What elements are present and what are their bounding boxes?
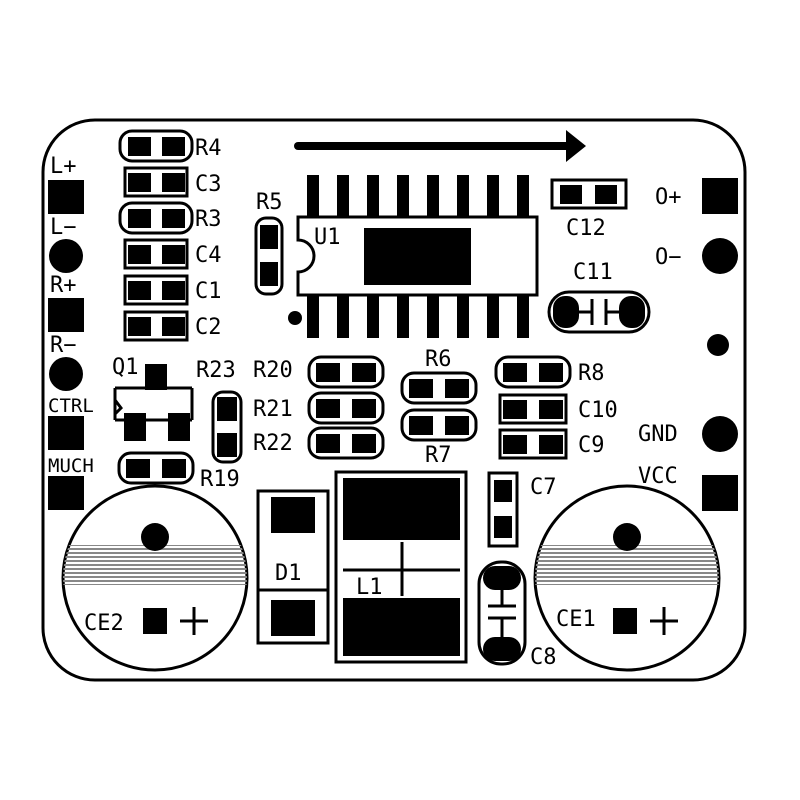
- smd-left-column: R4 C3 R3 C4 C1 C2: [118, 129, 222, 342]
- label-c12: C12: [566, 216, 606, 241]
- r21-footprint: [307, 391, 385, 425]
- label-r22: R22: [253, 431, 293, 456]
- label-r5: R5: [256, 190, 283, 215]
- c2-footprint: [123, 310, 189, 342]
- pad-l-minus: [49, 239, 83, 273]
- label-l-minus: L−: [50, 215, 77, 240]
- pad-gnd: [702, 416, 738, 452]
- r7-footprint: [400, 408, 478, 442]
- pad-o-minus: [702, 238, 738, 274]
- label-c10: C10: [578, 398, 618, 423]
- label-c9: C9: [578, 433, 605, 458]
- label-vcc: VCC: [638, 464, 678, 489]
- label-r6: R6: [425, 347, 452, 372]
- q1-footprint: [113, 364, 194, 441]
- label-ce2: CE2: [84, 611, 124, 636]
- c8-footprint: [477, 560, 527, 666]
- u1-pins-top: [307, 175, 529, 219]
- pad-r-plus: [48, 298, 84, 332]
- label-o-minus: O−: [655, 245, 682, 270]
- label-r23: R23: [196, 358, 236, 383]
- label-r-minus: R−: [50, 333, 77, 358]
- label-o-plus: O+: [655, 185, 682, 210]
- pad-vcc: [702, 475, 738, 511]
- c7-footprint: [487, 471, 519, 548]
- label-d1: D1: [275, 561, 302, 586]
- pad-o-plus: [702, 178, 738, 214]
- r23-footprint: [211, 390, 243, 464]
- pad-l-plus: [48, 180, 84, 214]
- r20-footprint: [307, 355, 385, 389]
- c4-footprint: [123, 238, 189, 270]
- label-r4: R4: [195, 136, 222, 161]
- label-c7: C7: [530, 475, 557, 500]
- label-r8: R8: [578, 361, 605, 386]
- label-gnd: GND: [638, 422, 678, 447]
- pad-r-minus: [49, 357, 83, 391]
- c3-footprint: [123, 166, 189, 198]
- u1-pin1-dot: [288, 311, 302, 325]
- pad-ctrl: [48, 416, 84, 450]
- u1-pins-bottom: [307, 294, 529, 338]
- label-q1: Q1: [112, 355, 139, 380]
- via-hole: [707, 334, 729, 356]
- d1-footprint: [256, 489, 330, 645]
- pad-much: [48, 476, 84, 510]
- r5-footprint: [254, 216, 284, 296]
- label-r3: R3: [195, 207, 222, 232]
- label-r21: R21: [253, 397, 293, 422]
- label-r-plus: R+: [50, 273, 77, 298]
- label-r20: R20: [253, 358, 293, 383]
- direction-arrowhead: [566, 130, 586, 162]
- r22-footprint: [307, 426, 385, 460]
- c9-footprint: [498, 428, 568, 460]
- right-connectors: O+ O− GND VCC: [638, 178, 738, 511]
- c12-footprint: [550, 178, 628, 210]
- label-c1: C1: [195, 279, 222, 304]
- label-ctrl: CTRL: [48, 395, 94, 417]
- u1-thermal-pad: [364, 228, 471, 285]
- label-u1: U1: [314, 225, 341, 250]
- label-c4: C4: [195, 243, 222, 268]
- label-l-plus: L+: [50, 154, 77, 179]
- label-c2: C2: [195, 315, 222, 340]
- r19-footprint: [117, 451, 195, 485]
- l1-footprint: [334, 470, 468, 664]
- label-c3: C3: [195, 172, 222, 197]
- ce1-footprint: [533, 484, 721, 672]
- left-connectors: L+ L− R+ R− CTRL MUCH: [48, 154, 94, 510]
- label-much: MUCH: [48, 455, 94, 477]
- r6-footprint: [400, 371, 478, 405]
- c10-footprint: [498, 393, 568, 425]
- r8-footprint: [494, 355, 572, 389]
- ce2-footprint: [61, 484, 249, 672]
- label-c11: C11: [573, 260, 613, 285]
- c1-footprint: [123, 274, 189, 306]
- c11-footprint: [547, 290, 651, 334]
- r4-footprint: [118, 129, 194, 163]
- label-l1: L1: [356, 575, 383, 600]
- label-r19: R19: [200, 467, 240, 492]
- label-ce1: CE1: [556, 607, 596, 632]
- label-c8: C8: [530, 645, 557, 670]
- label-r7: R7: [425, 443, 452, 468]
- r3-footprint: [118, 201, 194, 235]
